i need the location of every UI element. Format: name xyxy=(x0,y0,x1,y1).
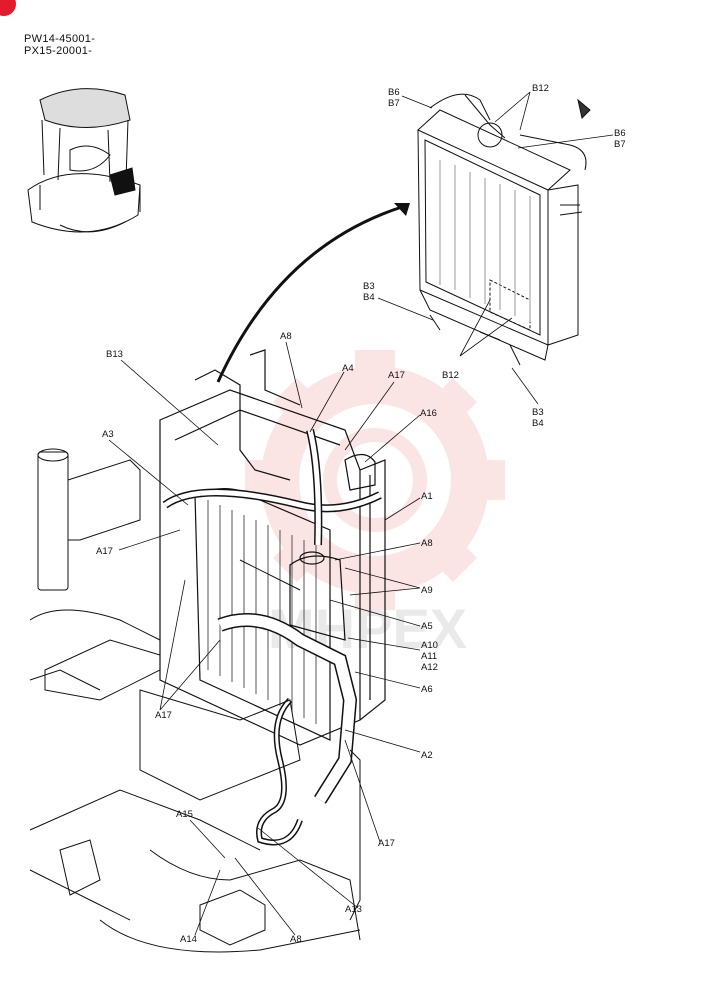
label-B6-tl: B6 xyxy=(388,87,400,98)
page-corner-marker xyxy=(0,0,16,16)
machine-thumbnail xyxy=(27,88,141,233)
label-A17-lower-right: A17 xyxy=(378,838,395,849)
label-B4-l: B4 xyxy=(363,292,375,303)
label-A6: A6 xyxy=(421,684,433,695)
label-B3-l: B3 xyxy=(363,281,375,292)
label-A1: A1 xyxy=(421,491,433,502)
label-B7-tr: B7 xyxy=(614,139,626,150)
label-A17-top: A17 xyxy=(388,370,405,381)
label-A4: A4 xyxy=(342,363,354,374)
label-A16: A16 xyxy=(420,408,437,419)
label-B4-b: B4 xyxy=(532,418,544,429)
label-B3-b: B3 xyxy=(532,407,544,418)
label-A15: A15 xyxy=(176,809,193,820)
label-A2: A2 xyxy=(421,750,433,761)
radiator-assembly xyxy=(159,349,386,846)
label-B6-tr: B6 xyxy=(614,128,626,139)
label-B12-bottom: B12 xyxy=(442,370,459,381)
label-A14: A14 xyxy=(180,934,197,945)
label-A5: A5 xyxy=(421,621,433,632)
label-A17-lower-left: A17 xyxy=(155,710,172,721)
label-A12: A12 xyxy=(421,662,438,673)
label-A11: A11 xyxy=(421,651,437,662)
serial-range-1: PW14-45001- xyxy=(24,33,96,45)
detail-arrow xyxy=(216,203,410,383)
watermark-gear xyxy=(245,350,505,610)
label-A17-left: A17 xyxy=(96,546,113,557)
label-A10: A10 xyxy=(421,640,438,651)
machine-frame xyxy=(29,448,361,953)
label-A8-bottom: A8 xyxy=(290,934,302,945)
label-A13: A13 xyxy=(345,904,362,915)
label-A3: A3 xyxy=(102,429,114,440)
label-B13: B13 xyxy=(106,349,123,360)
label-A9: A9 xyxy=(421,585,433,596)
label-B12-top: B12 xyxy=(532,83,549,94)
callout-labels: B6 B7 B12 B6 B7 B3 B4 B12 B3 B4 B13 A8 A… xyxy=(96,83,626,945)
label-A8-mid: A8 xyxy=(421,538,433,549)
label-A8-top: A8 xyxy=(280,331,292,342)
serial-range-2: PX15-20001- xyxy=(24,45,93,57)
leader-lines xyxy=(108,91,614,936)
label-B7-tl: B7 xyxy=(388,98,400,109)
radiator-detail-view xyxy=(417,93,591,366)
